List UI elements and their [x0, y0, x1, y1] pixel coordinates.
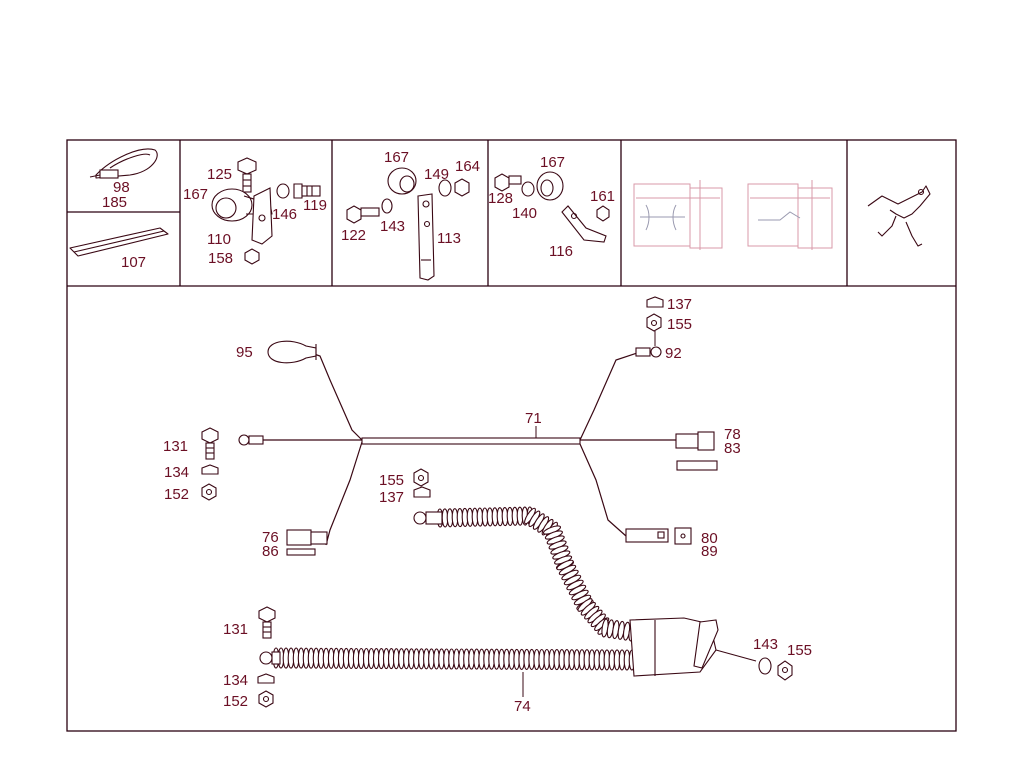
- label-140: 140: [512, 205, 537, 222]
- washers-146-119: [276, 183, 321, 199]
- label-74: 74: [514, 698, 531, 715]
- cap-86: [286, 548, 316, 556]
- washer-134-top: [201, 464, 219, 475]
- connector-80: [625, 528, 669, 543]
- ring-terminal-upper: [413, 511, 443, 525]
- label-125: 125: [207, 166, 232, 183]
- bracket-116: [561, 205, 607, 243]
- label-113: 113: [437, 230, 461, 247]
- label-86: 86: [262, 543, 279, 560]
- label-167a: 167: [183, 186, 208, 203]
- bolt-122: [346, 205, 380, 224]
- ring-terminal-left: [238, 434, 264, 446]
- bolt-131-bottom: [258, 606, 276, 639]
- bulb-socket-95: [267, 340, 317, 364]
- clamp-167c: [536, 171, 564, 201]
- label-155-right: 155: [787, 642, 812, 659]
- bolt-131-top: [201, 427, 219, 460]
- label-134-top: 134: [164, 464, 189, 481]
- nut-155-mid: [413, 468, 429, 487]
- label-158: 158: [208, 250, 233, 267]
- label-137-mid: 137: [379, 489, 404, 506]
- label-155-top: 155: [667, 316, 692, 333]
- label-143b: 143: [753, 636, 778, 653]
- bracket-110: [251, 187, 273, 245]
- label-152-bottom: 152: [223, 693, 248, 710]
- bolt-128: [494, 173, 522, 192]
- label-107: 107: [121, 254, 146, 271]
- label-78: 78: [724, 426, 741, 443]
- label-134-bottom: 134: [223, 672, 248, 689]
- clamp-167b: [387, 167, 417, 195]
- nut-155-top: [646, 313, 662, 332]
- label-131-bottom: 131: [223, 621, 248, 638]
- label-167c: 167: [540, 154, 565, 171]
- label-92: 92: [665, 345, 682, 362]
- ring-terminal-92: [635, 346, 662, 358]
- bracket-113: [417, 193, 435, 281]
- label-131-top: 131: [163, 438, 188, 455]
- washer-143-right: [758, 657, 772, 675]
- washer-140: [521, 181, 535, 197]
- washer-149-nut-164: [438, 178, 470, 197]
- label-122: 122: [341, 227, 366, 244]
- label-149: 149: [424, 166, 449, 183]
- bolt-125: [237, 157, 257, 193]
- nut-155-right: [777, 660, 793, 681]
- label-164: 164: [455, 158, 480, 175]
- washer-137-mid: [413, 486, 431, 498]
- corrugated-harness-74: [272, 506, 636, 671]
- label-128: 128: [488, 190, 513, 207]
- label-80: 80: [701, 530, 718, 547]
- washer-137-top: [646, 296, 664, 308]
- connector-78: [675, 431, 715, 451]
- nut-161: [596, 205, 610, 222]
- label-119: 119: [303, 197, 327, 214]
- label-185: 185: [102, 194, 127, 211]
- cable-tie-part: [89, 148, 158, 179]
- locator-view-left: [633, 180, 723, 250]
- label-89: 89: [701, 543, 718, 560]
- label-71: 71: [525, 410, 542, 427]
- cap-83: [676, 460, 718, 471]
- label-95: 95: [236, 344, 253, 361]
- ring-terminal-lower: [259, 651, 281, 665]
- label-116: 116: [549, 243, 573, 260]
- washer-134-bottom: [257, 673, 275, 684]
- diagram-frame: [66, 139, 957, 732]
- cap-89: [674, 527, 692, 545]
- label-155-mid: 155: [379, 472, 404, 489]
- locator-view-right: [747, 180, 833, 250]
- label-110: 110: [207, 231, 231, 248]
- nut-152-top: [201, 483, 217, 501]
- washer-143: [381, 198, 393, 214]
- connector-76: [286, 529, 328, 546]
- bracket-assembly: [867, 185, 931, 247]
- junction-boot: [629, 617, 719, 677]
- nut-158: [244, 248, 260, 265]
- label-137-top: 137: [667, 296, 692, 313]
- label-161: 161: [590, 188, 615, 205]
- label-152-top: 152: [164, 486, 189, 503]
- label-146: 146: [272, 206, 297, 223]
- adhesive-strip-part: [69, 227, 169, 257]
- label-98: 98: [113, 179, 130, 196]
- label-76: 76: [262, 529, 279, 546]
- label-167b: 167: [384, 149, 409, 166]
- label-143a: 143: [380, 218, 405, 235]
- nut-152-bottom: [258, 690, 274, 708]
- label-83: 83: [724, 440, 741, 457]
